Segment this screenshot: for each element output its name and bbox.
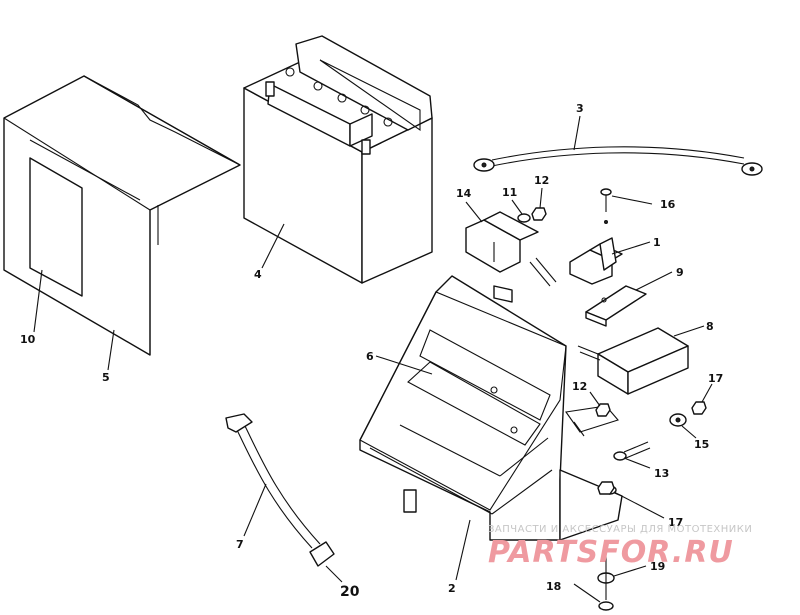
- bolt-13: [613, 441, 651, 461]
- relay: [569, 237, 623, 285]
- battery: [243, 35, 433, 284]
- callout-5: 5: [102, 371, 110, 384]
- callout-9: 9: [676, 266, 684, 279]
- callout-20: 20: [340, 584, 360, 600]
- callout-3: 3: [576, 102, 584, 115]
- callout-11: 11: [502, 186, 517, 199]
- hose-cap: [225, 413, 253, 433]
- callout-6: 6: [366, 350, 374, 363]
- voltage-regulator: [577, 327, 689, 395]
- callout-4: 4: [254, 268, 262, 281]
- callout-19: 19: [650, 560, 665, 573]
- callout-labels: 1 2 3 4 5 6 7 8 9 10 11 12 12 13 14 15 1…: [20, 102, 723, 600]
- callout-8: 8: [706, 320, 714, 333]
- callout-14: 14: [456, 187, 472, 200]
- connector-block: [465, 211, 557, 287]
- callout-12-upper: 12: [534, 174, 549, 187]
- callout-7: 7: [236, 538, 244, 551]
- callout-16: 16: [660, 198, 676, 211]
- leader-lines: [33, 115, 713, 603]
- bolt-16: [600, 188, 612, 224]
- callout-18: 18: [546, 580, 561, 593]
- hose-clamp: [309, 541, 335, 567]
- callout-10: 10: [20, 333, 36, 346]
- nut-17-upper: [691, 401, 707, 415]
- callout-2: 2: [448, 582, 456, 595]
- washer-15-hole: [675, 417, 681, 423]
- nut-12-top: [531, 207, 547, 221]
- callout-12-lower: 12: [572, 380, 587, 393]
- callout-13: 13: [654, 467, 669, 480]
- mounting-plate: [585, 285, 647, 327]
- callout-1: 1: [653, 236, 661, 249]
- callout-15: 15: [694, 438, 709, 451]
- cover-label-plate: [29, 157, 83, 297]
- nut-17-lower: [597, 481, 615, 495]
- watermark-caption: ЗАПЧАСТИ И АКСЕССУАРЫ ДЛЯ МОТОТЕХНИКИ: [488, 524, 752, 535]
- washer-11: [517, 213, 531, 223]
- watermark-brand: PARTSFOR.RU: [488, 535, 734, 570]
- callout-17-upper: 17: [708, 372, 723, 385]
- battery-tray: [359, 275, 623, 541]
- bolt-18: [598, 556, 614, 611]
- battery-cover: [3, 75, 241, 356]
- callout-17-lower: 17: [668, 516, 683, 529]
- vent-hose: [225, 413, 335, 567]
- battery-cable: [473, 146, 763, 176]
- nut-12-lower: [595, 403, 611, 417]
- watermark: ЗАПЧАСТИ И АКСЕССУАРЫ ДЛЯ МОТОТЕХНИКИ PA…: [488, 524, 752, 570]
